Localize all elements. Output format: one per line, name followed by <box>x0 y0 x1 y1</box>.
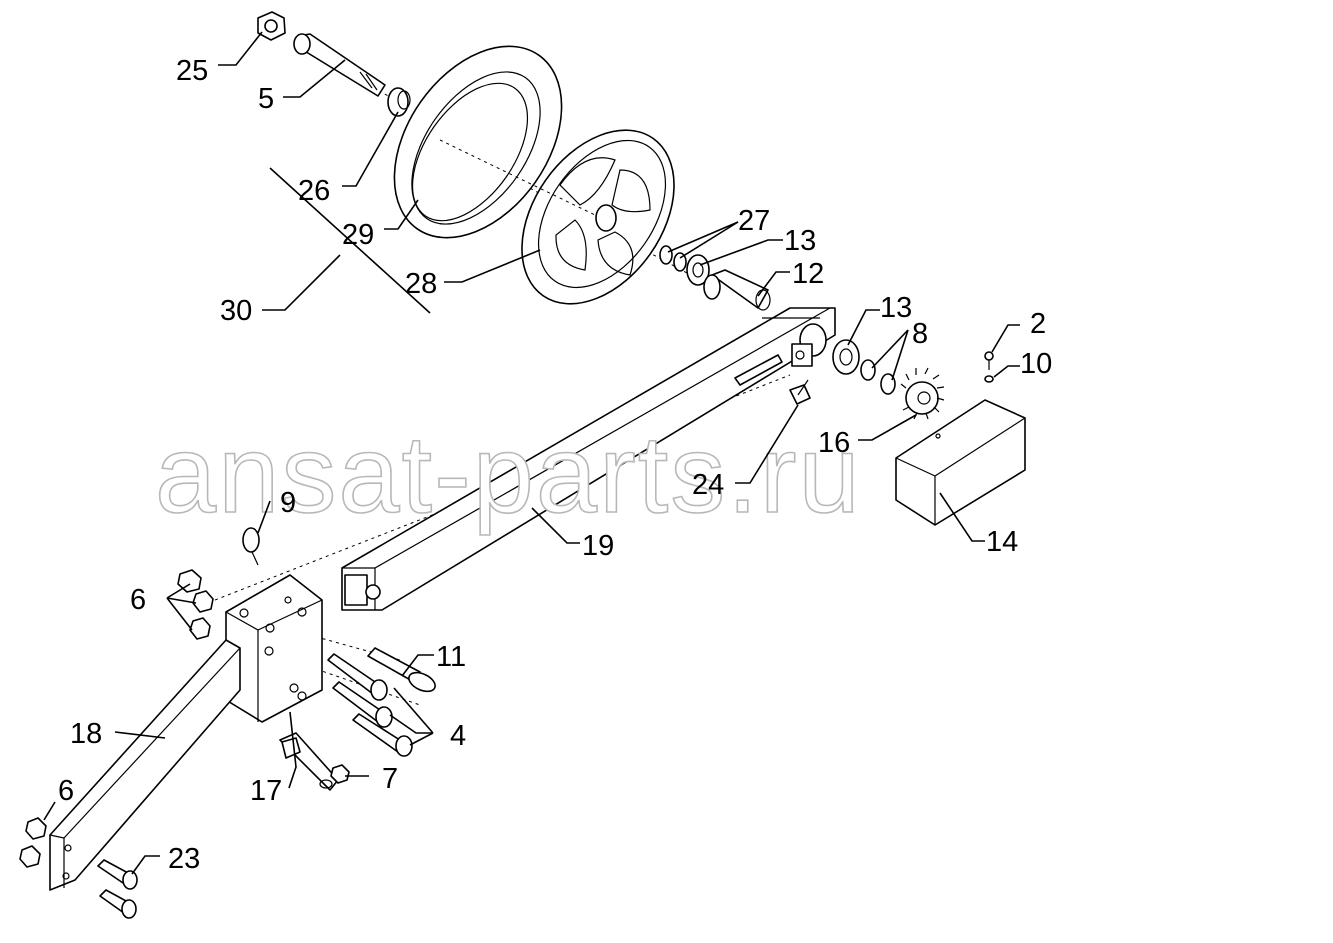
label-13-lower: 13 <box>880 292 912 324</box>
bracket-17-part <box>279 732 339 791</box>
nuts-6-lower-part <box>19 817 47 868</box>
nut-25-part <box>257 11 286 41</box>
leader-lines <box>43 31 1020 875</box>
part-labels: 25 5 26 29 30 28 27 13 12 13 8 2 10 16 2… <box>58 55 1052 875</box>
label-4: 4 <box>450 720 466 752</box>
washer-10-part <box>984 375 994 383</box>
label-7: 7 <box>382 763 398 795</box>
label-27: 27 <box>738 205 770 237</box>
screw-2-part <box>984 351 994 370</box>
label-19: 19 <box>582 530 614 562</box>
washers-8-part <box>860 359 896 395</box>
bolt-24-part <box>789 379 811 405</box>
label-9: 9 <box>280 487 296 519</box>
label-30: 30 <box>220 295 252 327</box>
beam-19-part <box>341 307 836 611</box>
lock-pin-9-part <box>242 527 260 566</box>
label-25: 25 <box>176 55 208 87</box>
label-6-upper: 6 <box>130 584 146 616</box>
label-5: 5 <box>258 83 274 115</box>
label-28: 28 <box>405 268 437 300</box>
label-26: 26 <box>298 175 330 207</box>
watermark-text: ansat-parts.ru <box>155 413 862 536</box>
drawbar-18-part <box>49 639 241 891</box>
bearing-13-lower-part <box>832 339 860 375</box>
nuts-6-upper-part <box>177 569 214 640</box>
nut-7-part <box>330 764 350 784</box>
label-2: 2 <box>1030 308 1046 340</box>
spacer-26-part <box>387 87 411 117</box>
label-14: 14 <box>986 526 1018 558</box>
label-10: 10 <box>1020 348 1052 380</box>
label-12: 12 <box>792 258 824 290</box>
label-6-lower: 6 <box>58 775 74 807</box>
wheel-rim-28-part <box>439 129 675 305</box>
label-11: 11 <box>436 641 466 673</box>
label-8: 8 <box>912 318 928 350</box>
bearing-13-upper-part <box>686 254 710 286</box>
axle-sleeve-12-part <box>703 269 771 311</box>
label-23: 23 <box>168 843 200 875</box>
bolts-4-part <box>327 653 413 757</box>
bolts-23-part <box>97 859 138 919</box>
bolt-5-part <box>293 33 386 97</box>
box-14-part <box>895 399 1026 526</box>
label-18: 18 <box>70 718 102 750</box>
hitch-pin-11-part <box>367 647 436 693</box>
label-29: 29 <box>342 219 374 251</box>
label-17: 17 <box>250 775 282 807</box>
gear-16-part <box>900 367 945 420</box>
label-24: 24 <box>692 469 724 501</box>
tire-29-part <box>393 45 563 239</box>
label-16: 16 <box>818 427 850 459</box>
washers-27-part <box>659 245 687 272</box>
label-13-upper: 13 <box>784 225 816 257</box>
